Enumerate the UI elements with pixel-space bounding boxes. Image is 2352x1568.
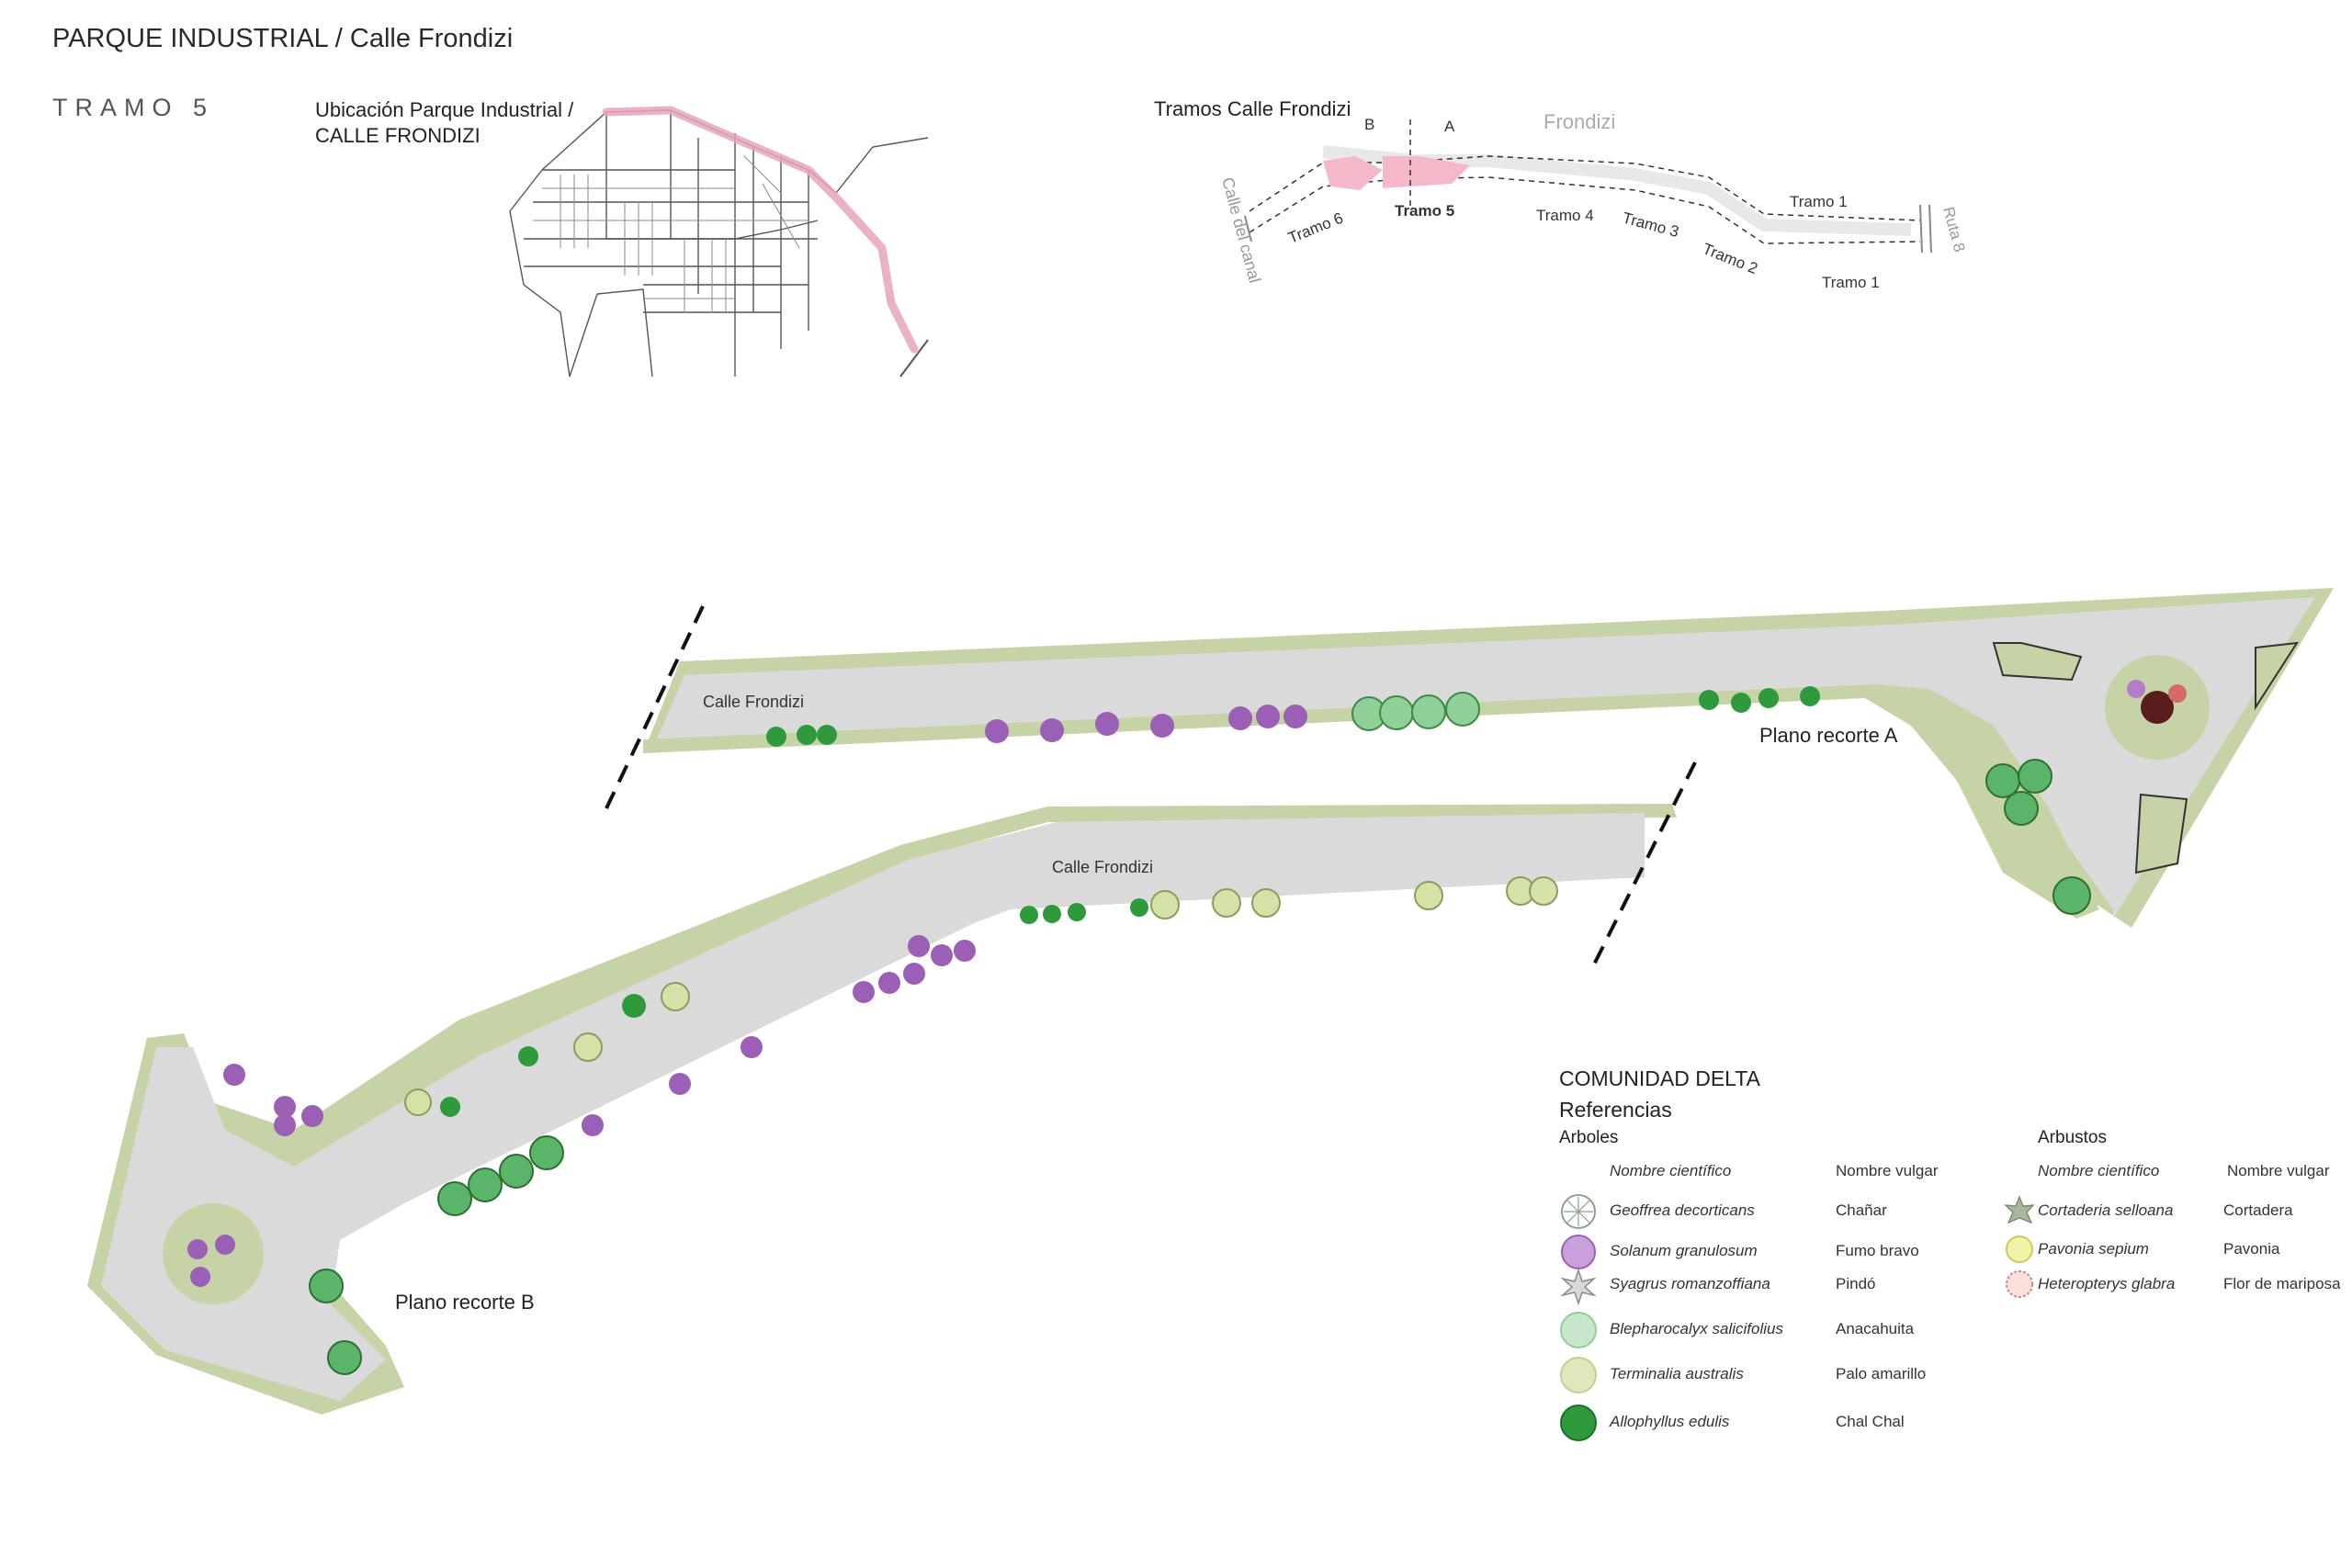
plan-recorte-b: Calle Frondizi Plano recorte B (87, 761, 1697, 1415)
syagrus-icon (1560, 1268, 1597, 1306)
plan-recorte-a: Calle Frondizi Plano recorte A (605, 588, 2334, 928)
tree-common-name: Pindó (1836, 1275, 1876, 1292)
segments-map-title: Tramos Calle Frondizi (1154, 97, 1351, 120)
tree-scientific-name: Solanum granulosum (1610, 1242, 1758, 1259)
geoffrea-icon (1561, 1194, 1596, 1229)
shrub-scientific-name: Pavonia sepium (2038, 1240, 2149, 1258)
segments-map: B A Frondizi Calle del canal Tramo 6 Tra… (1218, 110, 1968, 289)
tramo5-label: Tramo 5 (1395, 202, 1454, 220)
tree-scientific-name: Blepharocalyx salicifolius (1610, 1320, 1783, 1337)
tree-scientific-name: Syagrus romanzoffiana (1610, 1275, 1770, 1292)
trees-col-common: Nombre vulgar (1836, 1162, 1939, 1179)
legend-trees-title: Arboles (1559, 1128, 1619, 1147)
trees-col-scientific: Nombre científico (1610, 1162, 1732, 1179)
shrub-scientific-name: Heteropterys glabra (2038, 1275, 2176, 1292)
tree-scientific-name: Geoffrea decorticans (1610, 1201, 1755, 1219)
street-label-b: Calle Frondizi (1052, 858, 1153, 876)
plano-recorte-a-label: Plano recorte A (1759, 724, 1898, 747)
page-title: PARQUE INDUSTRIAL / Calle Frondizi (52, 24, 514, 53)
tree-common-name: Chañar (1836, 1201, 1887, 1219)
segment-label-a: A (1444, 118, 1455, 135)
legend-shrubs-title: Arbustos (2038, 1128, 2107, 1147)
segment-label-b: B (1364, 116, 1374, 133)
frondizi-label: Frondizi (1544, 110, 1615, 133)
street-label-a: Calle Frondizi (703, 693, 804, 711)
tree-common-name: Palo amarillo (1836, 1365, 1927, 1382)
tree-scientific-name: Allophyllus edulis (1610, 1413, 1730, 1430)
plantings-a (766, 680, 2187, 915)
location-map (509, 106, 929, 378)
tree-common-name: Fumo bravo (1836, 1242, 1919, 1259)
solanum-icon (1561, 1235, 1596, 1269)
shrubs-col-scientific: Nombre científico (2038, 1162, 2160, 1179)
tree-common-name: Anacahuita (1836, 1320, 1915, 1337)
location-map-title: Ubicación Parque Industrial / CALLE FRON… (315, 97, 573, 149)
shrub-common-name: Pavonia (2223, 1240, 2280, 1258)
shrub-common-name: Flor de mariposa (2223, 1275, 2341, 1292)
cortaderia-icon (2004, 1195, 2035, 1224)
allophyllus-icon (1560, 1404, 1597, 1441)
legend-heading: COMUNIDAD DELTA (1559, 1066, 1760, 1090)
shrubs-col-common: Nombre vulgar (2227, 1162, 2330, 1179)
plano-recorte-b-label: Plano recorte B (395, 1291, 535, 1314)
tree-common-name: Chal Chal (1836, 1413, 1905, 1430)
terminalia-icon (1560, 1357, 1597, 1393)
legend-subheading: Referencias (1559, 1098, 1672, 1122)
tree-scientific-name: Terminalia australis (1610, 1365, 1744, 1382)
tramo4-label: Tramo 4 (1536, 207, 1594, 224)
heteropterys-icon (2006, 1270, 2033, 1298)
location-map-title-line1: Ubicación Parque Industrial / (315, 98, 574, 121)
plantings-b (187, 876, 1558, 1375)
tramo1-bottom-label: Tramo 1 (1822, 274, 1880, 289)
shrub-common-name: Cortadera (2223, 1201, 2293, 1219)
location-map-title-line2: CALLE FRONDIZI (315, 124, 481, 147)
pavonia-icon (2006, 1235, 2033, 1263)
shrub-scientific-name: Cortaderia selloana (2038, 1201, 2174, 1219)
tramo1-top-label: Tramo 1 (1790, 193, 1848, 210)
blepharocalyx-icon (1560, 1312, 1597, 1348)
section-label: TRAMO 5 (52, 94, 215, 121)
